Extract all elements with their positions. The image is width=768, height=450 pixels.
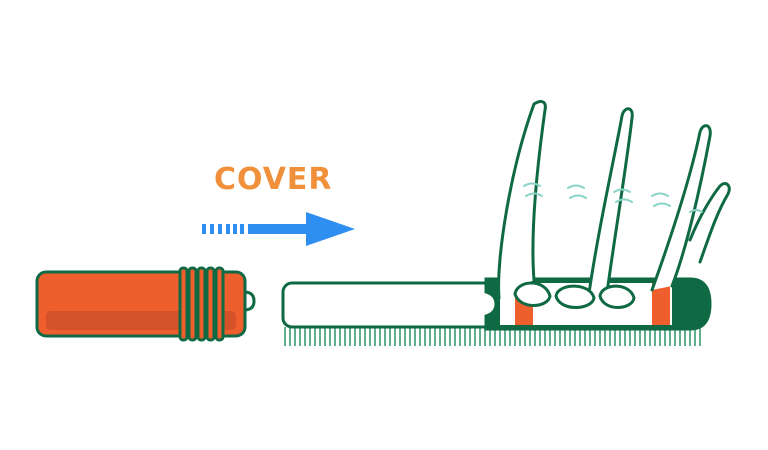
test-stick-icon xyxy=(281,277,712,346)
hand-icon xyxy=(497,100,731,309)
cover-label: COVER xyxy=(214,162,333,197)
cap-icon xyxy=(35,266,256,342)
arrow-right-icon xyxy=(202,212,355,246)
